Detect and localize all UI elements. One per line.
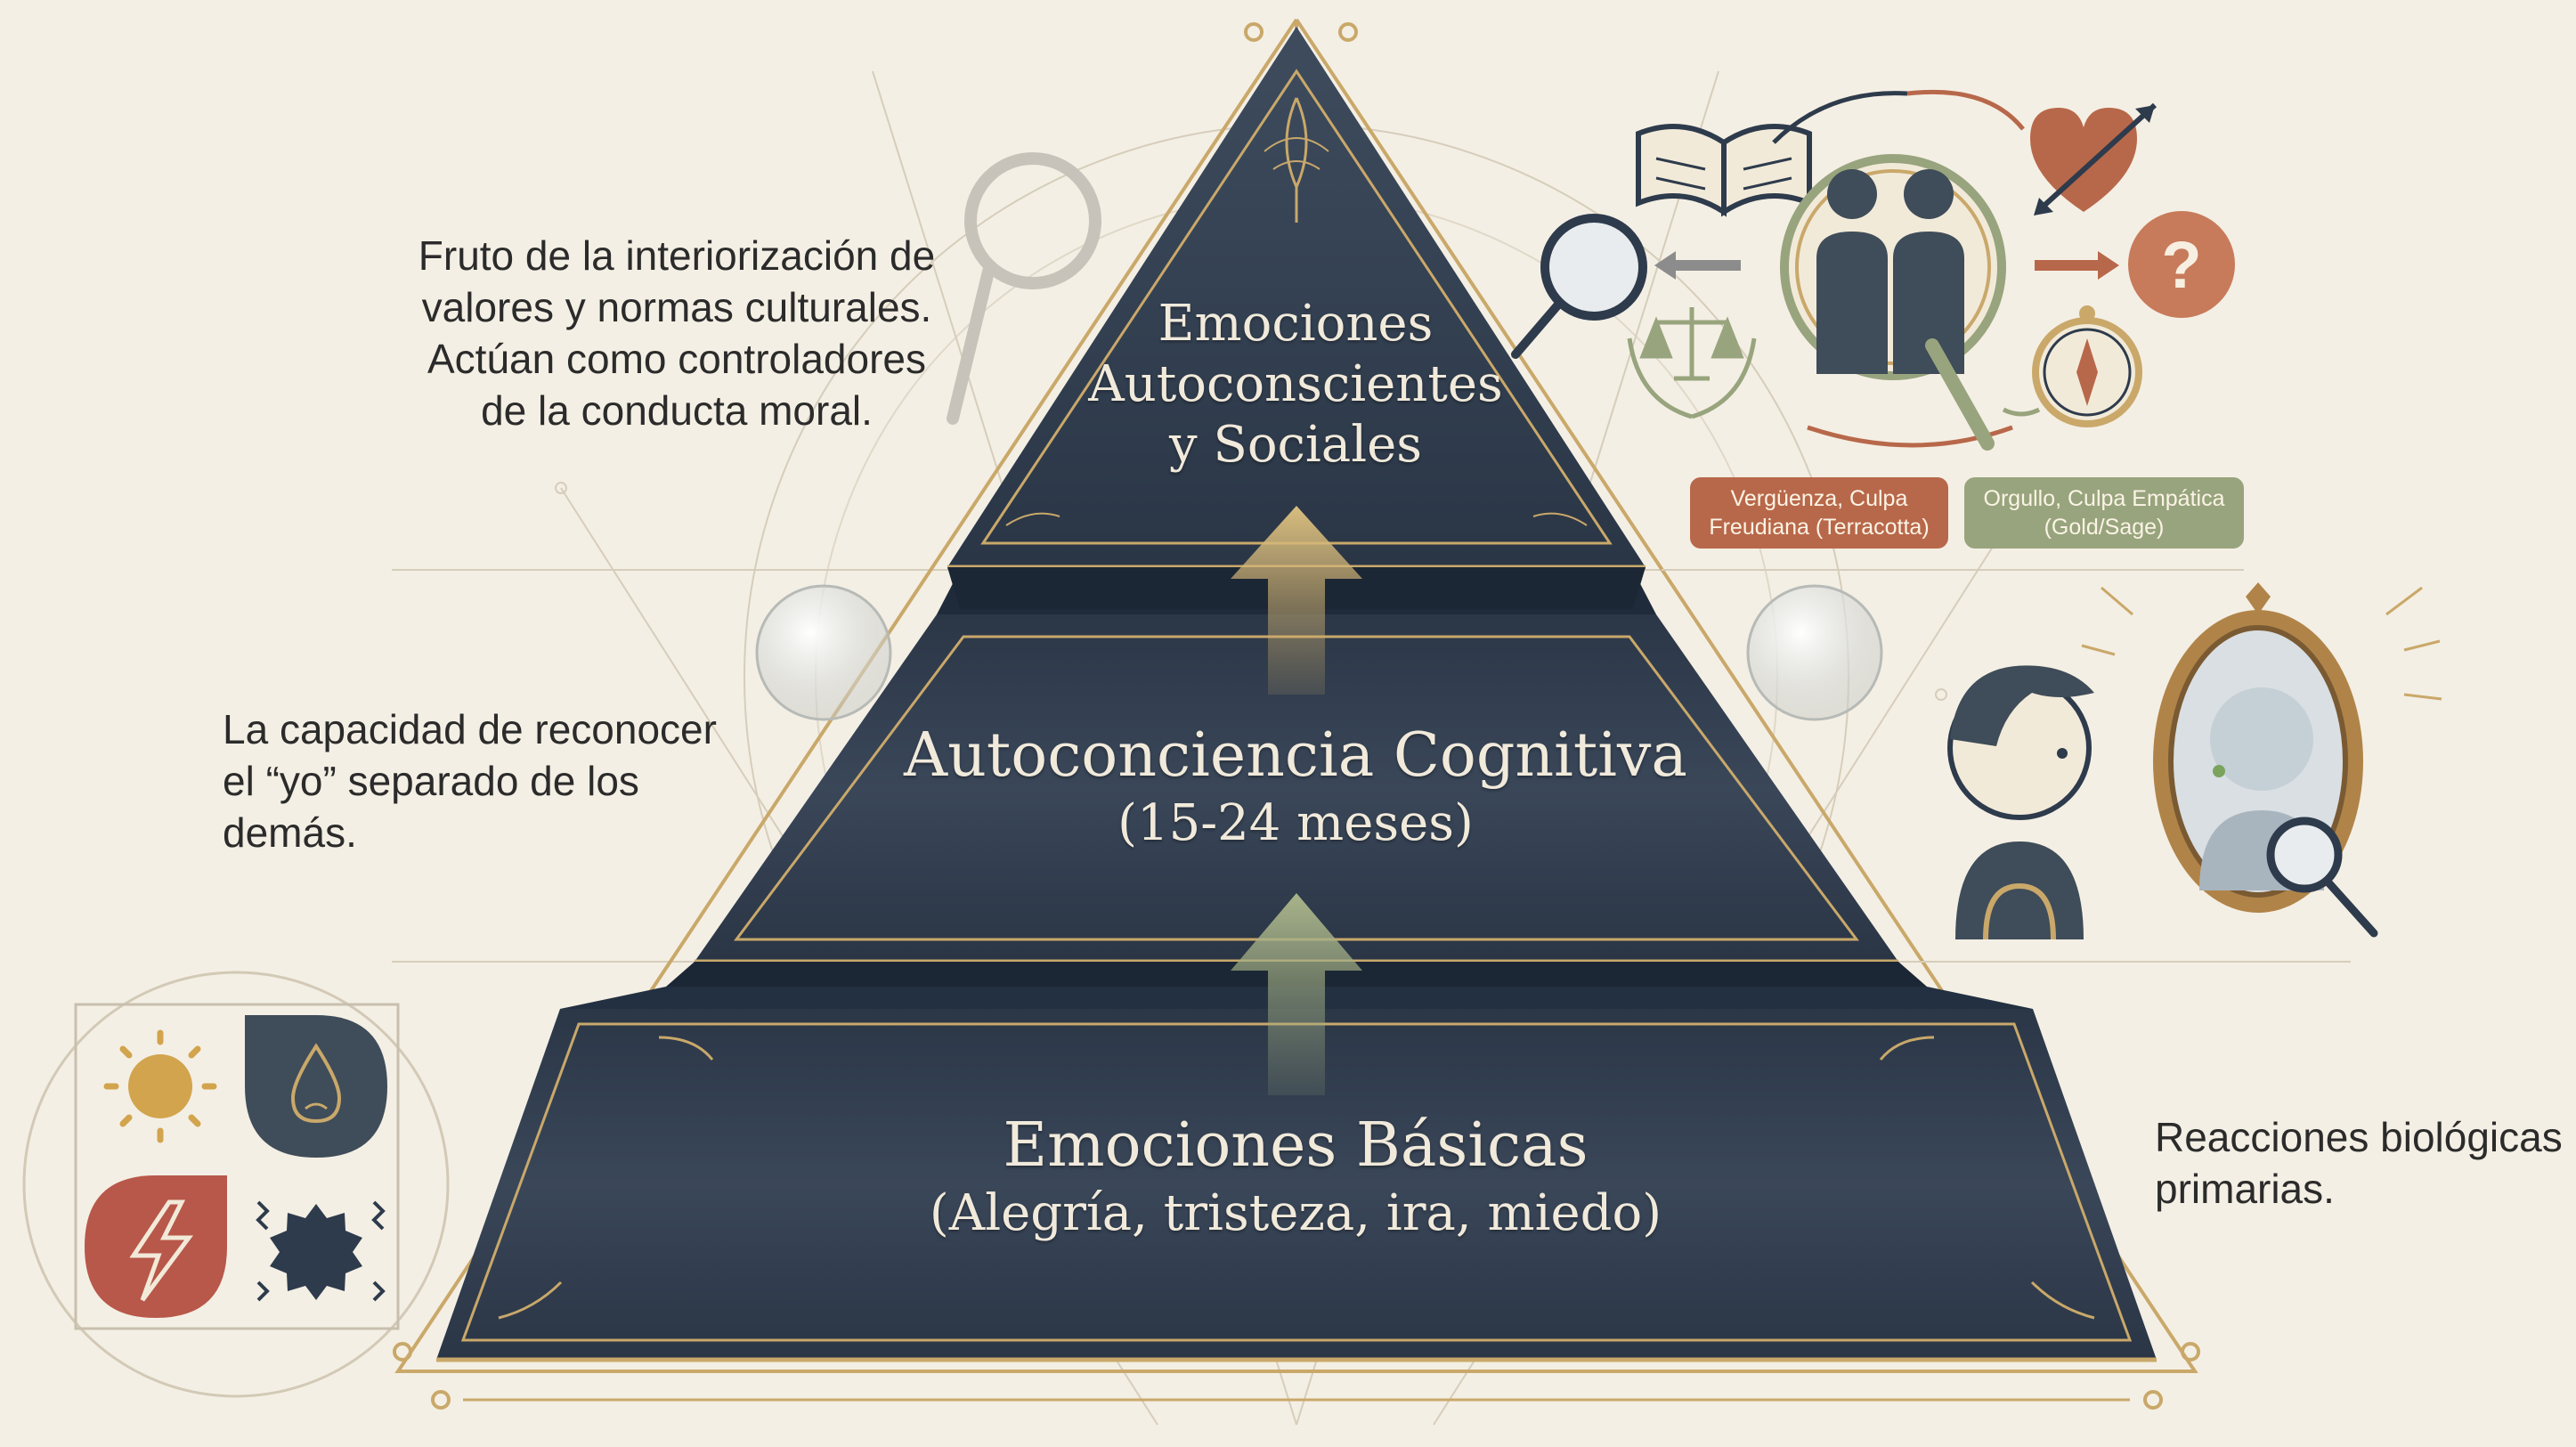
badge-sage-line-2: (Gold/Sage) — [2044, 515, 2165, 540]
child-profile-icon — [1947, 665, 2094, 940]
tier-middle-subtitle: (15-24 meses) — [1117, 794, 1474, 852]
tier-bottom-subtitle: (Alegría, tristeza, ira, miedo) — [929, 1184, 1662, 1242]
tier-bottom-label: Emociones Básicas (Alegría, tristeza, ir… — [846, 1110, 1745, 1245]
note-top-line-3: Actúan como controladores — [427, 336, 926, 382]
lightning-icon — [85, 1175, 227, 1318]
note-mid-line-1: La capacidad de reconocer — [223, 706, 717, 752]
tier-top-line-1: Emociones — [1158, 295, 1434, 353]
two-people-icon — [1780, 154, 2006, 451]
arrow-left-icon — [1654, 251, 1741, 280]
social-icons-cluster: ? — [1511, 89, 2235, 451]
tier-bottom-title: Emociones Básicas — [1003, 1110, 1589, 1181]
open-book-icon — [1636, 124, 1812, 217]
tier-top-line-3: y Sociales — [1169, 416, 1422, 474]
drop-icon — [245, 1015, 387, 1158]
glass-spheres — [755, 584, 1883, 721]
note-basic-emotions: Reacciones biológicas primarias. — [2155, 1111, 2573, 1215]
tier-middle-label: Autoconciencia Cognitiva (15-24 meses) — [890, 719, 1701, 855]
tier-top-label: Emociones Autoconscientes y Sociales — [1028, 294, 1563, 476]
badge-sage: Orgullo, Culpa Empática (Gold/Sage) — [1964, 477, 2244, 549]
badge-sage-line-1: Orgullo, Culpa Empática — [1983, 486, 2225, 511]
note-top-line-2: valores y normas culturales. — [421, 284, 932, 330]
magnifier-decor-icon — [947, 152, 1101, 425]
note-top-line-4: de la conducta moral. — [481, 387, 873, 434]
note-self-awareness: La capacidad de reconocer el “yo” separa… — [223, 703, 775, 858]
question-icon: ? — [2128, 211, 2235, 318]
tier-top-line-2: Autoconscientes — [1088, 355, 1503, 413]
magnifier-icon — [1511, 214, 1647, 359]
note-bot-line-1: Reacciones biológicas — [2155, 1114, 2563, 1160]
divider-lines — [1662, 569, 2351, 963]
mirror-cluster — [1947, 582, 2442, 940]
badge-terracotta-line-1: Vergüenza, Culpa — [1730, 486, 1908, 511]
orbit-lines — [1772, 89, 2041, 448]
compass-icon — [2032, 305, 2142, 427]
burst-icon — [256, 1200, 386, 1302]
badge-terracotta-line-2: Freudiana (Terracotta) — [1709, 515, 1930, 540]
arrow-up-sage-icon — [1231, 893, 1362, 1095]
note-social-emotions: Fruto de la interiorización de valores y… — [374, 230, 979, 436]
note-top-line-1: Fruto de la interiorización de — [418, 232, 936, 279]
badge-terracotta: Vergüenza, Culpa Freudiana (Terracotta) — [1690, 477, 1948, 549]
basic-emotions-cluster — [22, 971, 450, 1398]
tier-middle-title: Autoconciencia Cognitiva — [904, 720, 1687, 791]
note-mid-line-2: el “yo” separado de los — [223, 758, 639, 804]
note-bot-line-2: primarias. — [2155, 1166, 2335, 1212]
note-mid-line-3: demás. — [223, 809, 357, 856]
scales-icon — [1627, 307, 1757, 419]
arrow-right-icon — [2035, 251, 2119, 280]
heart-icon — [2030, 102, 2158, 215]
magnifier-icon — [2266, 817, 2378, 938]
mirror-icon — [2081, 582, 2442, 913]
arrow-up-gold-icon — [1231, 506, 1362, 695]
sun-icon — [103, 1029, 217, 1143]
svg-text:?: ? — [2161, 228, 2201, 302]
